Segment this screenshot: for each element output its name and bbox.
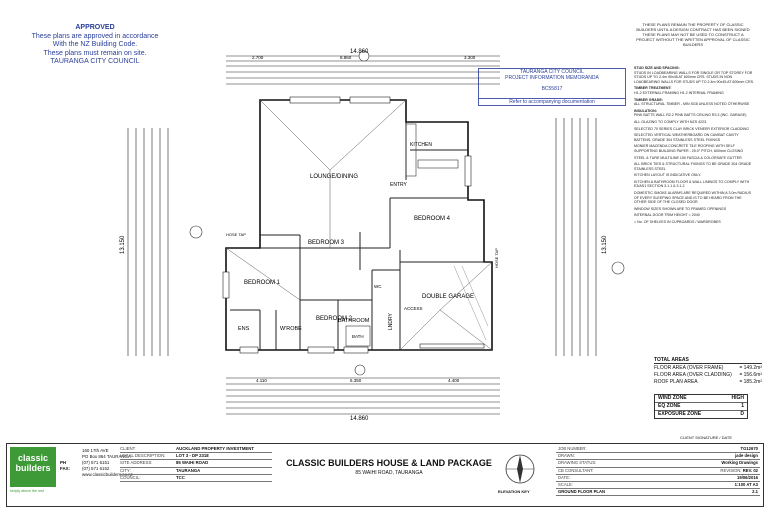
overall-depth-label: 13.150: [120, 235, 126, 254]
overall-width-label: 14.860: [350, 49, 369, 55]
project-title: CLASSIC BUILDERS HOUSE & LAND PACKAGE: [286, 458, 492, 468]
note-item: STUD SIZE AND SPACING:STUDS IN LOADBEARI…: [634, 66, 754, 84]
project-title-block: CLASSIC BUILDERS HOUSE & LAND PACKAGE 85…: [276, 458, 502, 476]
company-address: 160 17th AVE PO Box 864 TAURANGA PH(07) …: [60, 448, 133, 477]
area-row: FLOOR AREA (OVER FRAME)= 149.2m²: [654, 365, 762, 371]
room-label-garage: DOUBLE GARAGE: [422, 294, 474, 300]
total-areas: TOTAL AREAS FLOOR AREA (OVER FRAME)= 149…: [654, 357, 762, 386]
room-label-kitchen: KITCHEN: [410, 142, 432, 148]
room-label-entry: ENTRY: [390, 182, 408, 188]
note-item: TIMBER GRADE:ALL STRUCTURAL TIMBER - MIN…: [634, 97, 750, 107]
note-item: KITCHEN & BATHROOM FLOOR & WALL LININGS …: [634, 179, 750, 189]
copyright-note: THESE PLANS REMAIN THE PROPERTY OF CLASS…: [636, 22, 750, 47]
area-row: ROOF PLAN AREA= 185.2m²: [654, 379, 762, 385]
project-address: 85 WAIHI ROAD, TAURANGA: [355, 470, 423, 476]
company-logo: classic builders: [10, 447, 56, 487]
note-item: STEEL & TURE MULTILINE 150 FASCIA & COLO…: [634, 155, 742, 160]
room-label-bedroom3: BEDROOM 3: [308, 240, 345, 246]
client-signature: CLIENT SIGNATURE / DATE: [680, 435, 733, 440]
approval-council: TAURANGA CITY COUNCIL: [50, 58, 140, 65]
approval-heading: APPROVED: [75, 24, 115, 31]
exterior-wall: [225, 99, 493, 351]
note-item: DOMESTIC SMOKE ALARMS ARE REQUIRED WITHI…: [634, 191, 752, 205]
note-item: INSULATION:PINK BATTS WALL R2.2 PINK BAT…: [634, 108, 747, 118]
note-item: ALL BRICK TIES & STRUCTURAL FIXINGS TO B…: [634, 162, 752, 171]
company-slogan: simply above the rest: [10, 489, 44, 493]
room-label-bedroom4: BEDROOM 4: [414, 216, 451, 222]
overall-width-bottom-label: 14.860: [350, 416, 369, 422]
room-label-bath: BATH: [352, 334, 364, 339]
drawing-info: JOB NUMBER:TG12670 DRAWN:jade design DRA…: [556, 446, 760, 497]
dimension-label: 4.110: [256, 378, 267, 383]
room-label-bathroom: BATHROOM: [338, 318, 370, 324]
note-item: INTERNAL DOOR TRIM HEIGHT = 2040: [634, 213, 700, 218]
approval-line: These plans are approved in accordance: [31, 32, 159, 40]
area-row: FLOOR AREA (OVER CLADDING)= 156.6m²: [654, 372, 762, 378]
room-label-bedroom1: BEDROOM 1: [244, 280, 281, 286]
room-label-wrobe: W'ROBE: [280, 326, 302, 332]
council-stamp-line: PROJECT INFORMATION MEMORANDA: [505, 75, 599, 81]
approval-line: With the NZ Building Code.: [52, 41, 138, 48]
dimension-label: 3.300: [464, 55, 476, 60]
note-item: MONIER MACENDA CONCRETE TILE ROOFING WIT…: [634, 144, 744, 153]
council-stamp: TAURANGA CITY COUNCIL PROJECT INFORMATIO…: [478, 68, 626, 106]
note-item: SELECTED VERTICAL WEATHERBOARD ON CAVIBA…: [634, 133, 739, 142]
dimension-label: 4.400: [448, 378, 460, 383]
total-areas-title: TOTAL AREAS: [654, 357, 762, 364]
building-notes: STUD SIZE AND SPACING:STUDS IN LOADBEARI…: [634, 64, 754, 227]
dimension-label: 2.700: [252, 55, 264, 60]
hose-tap-label: HOSE TAP: [226, 232, 246, 237]
dimension-label: 8.860: [340, 55, 352, 60]
note-item: WINDOW SIZES SHOWN ARE TO FRAMED OPENING…: [634, 206, 727, 211]
council-ref: BC55817: [541, 86, 563, 92]
room-label-lounge: LOUNGE/DINING: [310, 174, 358, 180]
note-item: ALL GLAZING TO COMPLY WITH NZS 4223.: [634, 119, 708, 124]
room-label-lndry: LNDRY: [388, 312, 394, 330]
room-label-wc: WC: [374, 284, 382, 289]
approval-line: These plans must remain on site.: [43, 49, 147, 57]
room-label-access: ACCESS: [404, 306, 423, 311]
note-item: = No. OF SHELVES IN CUPBOARDS / WARDROBE…: [634, 220, 721, 225]
overall-depth-label: 13.150: [602, 235, 608, 254]
title-block: [6, 443, 764, 507]
note-item: KITCHEN LAYOUT IS INDICATIVE ONLY.: [634, 173, 702, 178]
note-item: SELECTED 70 SERIES CLAY BRICK VENEER EXT…: [634, 126, 749, 131]
dimension-label: 6.350: [350, 378, 362, 383]
compass-icon: [505, 454, 535, 484]
council-stamp-line: TAURANGA CITY COUNCIL: [520, 69, 584, 75]
hose-tap-label: HOSE TAP: [494, 248, 499, 268]
room-label-ens: ENS: [238, 326, 250, 332]
room-label-bedroom2: BEDROOM 2: [316, 316, 353, 322]
approval-note: APPROVED These plans are approved in acc…: [20, 24, 170, 67]
council-note: Refer to accompanying documentation: [479, 98, 625, 105]
elevation-key-label: ELEVATION KEY: [498, 489, 530, 494]
note-item: TIMBER TREATMENT:H1.2 EXTERNAL FRAMING H…: [634, 86, 724, 95]
